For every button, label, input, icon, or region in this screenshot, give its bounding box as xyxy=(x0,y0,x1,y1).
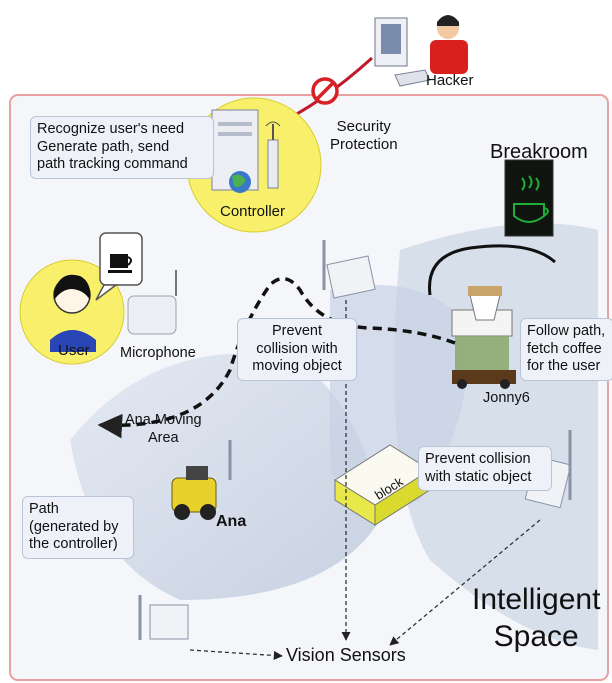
hacker-label: Hacker xyxy=(426,72,474,89)
path-note-line: Path xyxy=(29,501,59,517)
jonny6-label: Jonny6 xyxy=(483,390,530,406)
sensor-link xyxy=(389,519,541,646)
computer-icon xyxy=(374,17,431,87)
ana-moving-area-label: Ana Moving Area xyxy=(125,412,202,447)
follow-path-line: fetch coffee xyxy=(527,340,602,357)
intelligent-space-label: Intelligent Space xyxy=(472,582,600,655)
globe-icon xyxy=(229,171,251,193)
robot-icon xyxy=(451,286,516,389)
breakroom-label: Breakroom xyxy=(490,141,588,163)
intelligent-space-line: Intelligent xyxy=(472,583,601,616)
antenna-icon xyxy=(265,121,281,189)
follow-path-note: Follow path, fetch coffee for the user xyxy=(520,318,612,382)
user-label: User xyxy=(58,342,90,359)
user-icon xyxy=(50,274,96,352)
coffee-cup-icon xyxy=(108,254,132,273)
security-protection-line: Protection xyxy=(330,136,398,154)
security-protection-label: Security Protection xyxy=(330,118,398,155)
controller-note: Recognize user's need Generate path, sen… xyxy=(30,116,214,180)
controller-note-line: Generate path, send xyxy=(37,138,170,155)
no-entry-icon xyxy=(311,77,339,105)
breakroom-sign xyxy=(504,159,554,237)
controller-note-line: Recognize user's need xyxy=(37,121,185,137)
prevent-static-line: Prevent collision xyxy=(425,451,531,467)
security-protection-line: Security xyxy=(336,118,391,135)
microphone-label: Microphone xyxy=(120,345,196,361)
path-note: Path (generated by the controller) xyxy=(22,496,134,560)
hacker-icon xyxy=(430,15,468,74)
camera-icon xyxy=(138,595,189,640)
prevent-moving-line: collision with xyxy=(256,340,338,357)
follow-path-line: Follow path, xyxy=(527,323,606,339)
coverage-zone-left xyxy=(70,353,380,600)
intelligent-space-line: Space xyxy=(493,619,579,653)
microphone-icon xyxy=(127,270,177,335)
robot-tether xyxy=(428,244,556,296)
prevent-moving-line: Prevent xyxy=(272,323,322,339)
ana-moving-area-line: Ana Moving xyxy=(125,412,202,428)
follow-path-line: for the user xyxy=(527,358,601,375)
path-note-line: (generated by xyxy=(29,518,119,535)
prevent-static-note: Prevent collision with static object xyxy=(418,446,552,492)
ana-moving-area-line: Area xyxy=(147,429,179,446)
robot-icon xyxy=(171,466,217,520)
camera-icon xyxy=(322,240,376,299)
controller-label: Controller xyxy=(220,203,286,220)
block-obstacle xyxy=(334,444,431,526)
ana-label: Ana xyxy=(216,513,247,530)
prevent-static-line: with static object xyxy=(425,468,532,485)
planned-path xyxy=(97,276,456,439)
controller-note-line: path tracking command xyxy=(37,156,188,173)
prevent-moving-note: Prevent collision with moving object xyxy=(237,318,357,382)
prevent-moving-line: moving object xyxy=(252,358,342,375)
sensor-link xyxy=(189,649,283,661)
vision-sensors-label: Vision Sensors xyxy=(286,645,406,665)
path-note-line: the controller) xyxy=(29,536,118,553)
